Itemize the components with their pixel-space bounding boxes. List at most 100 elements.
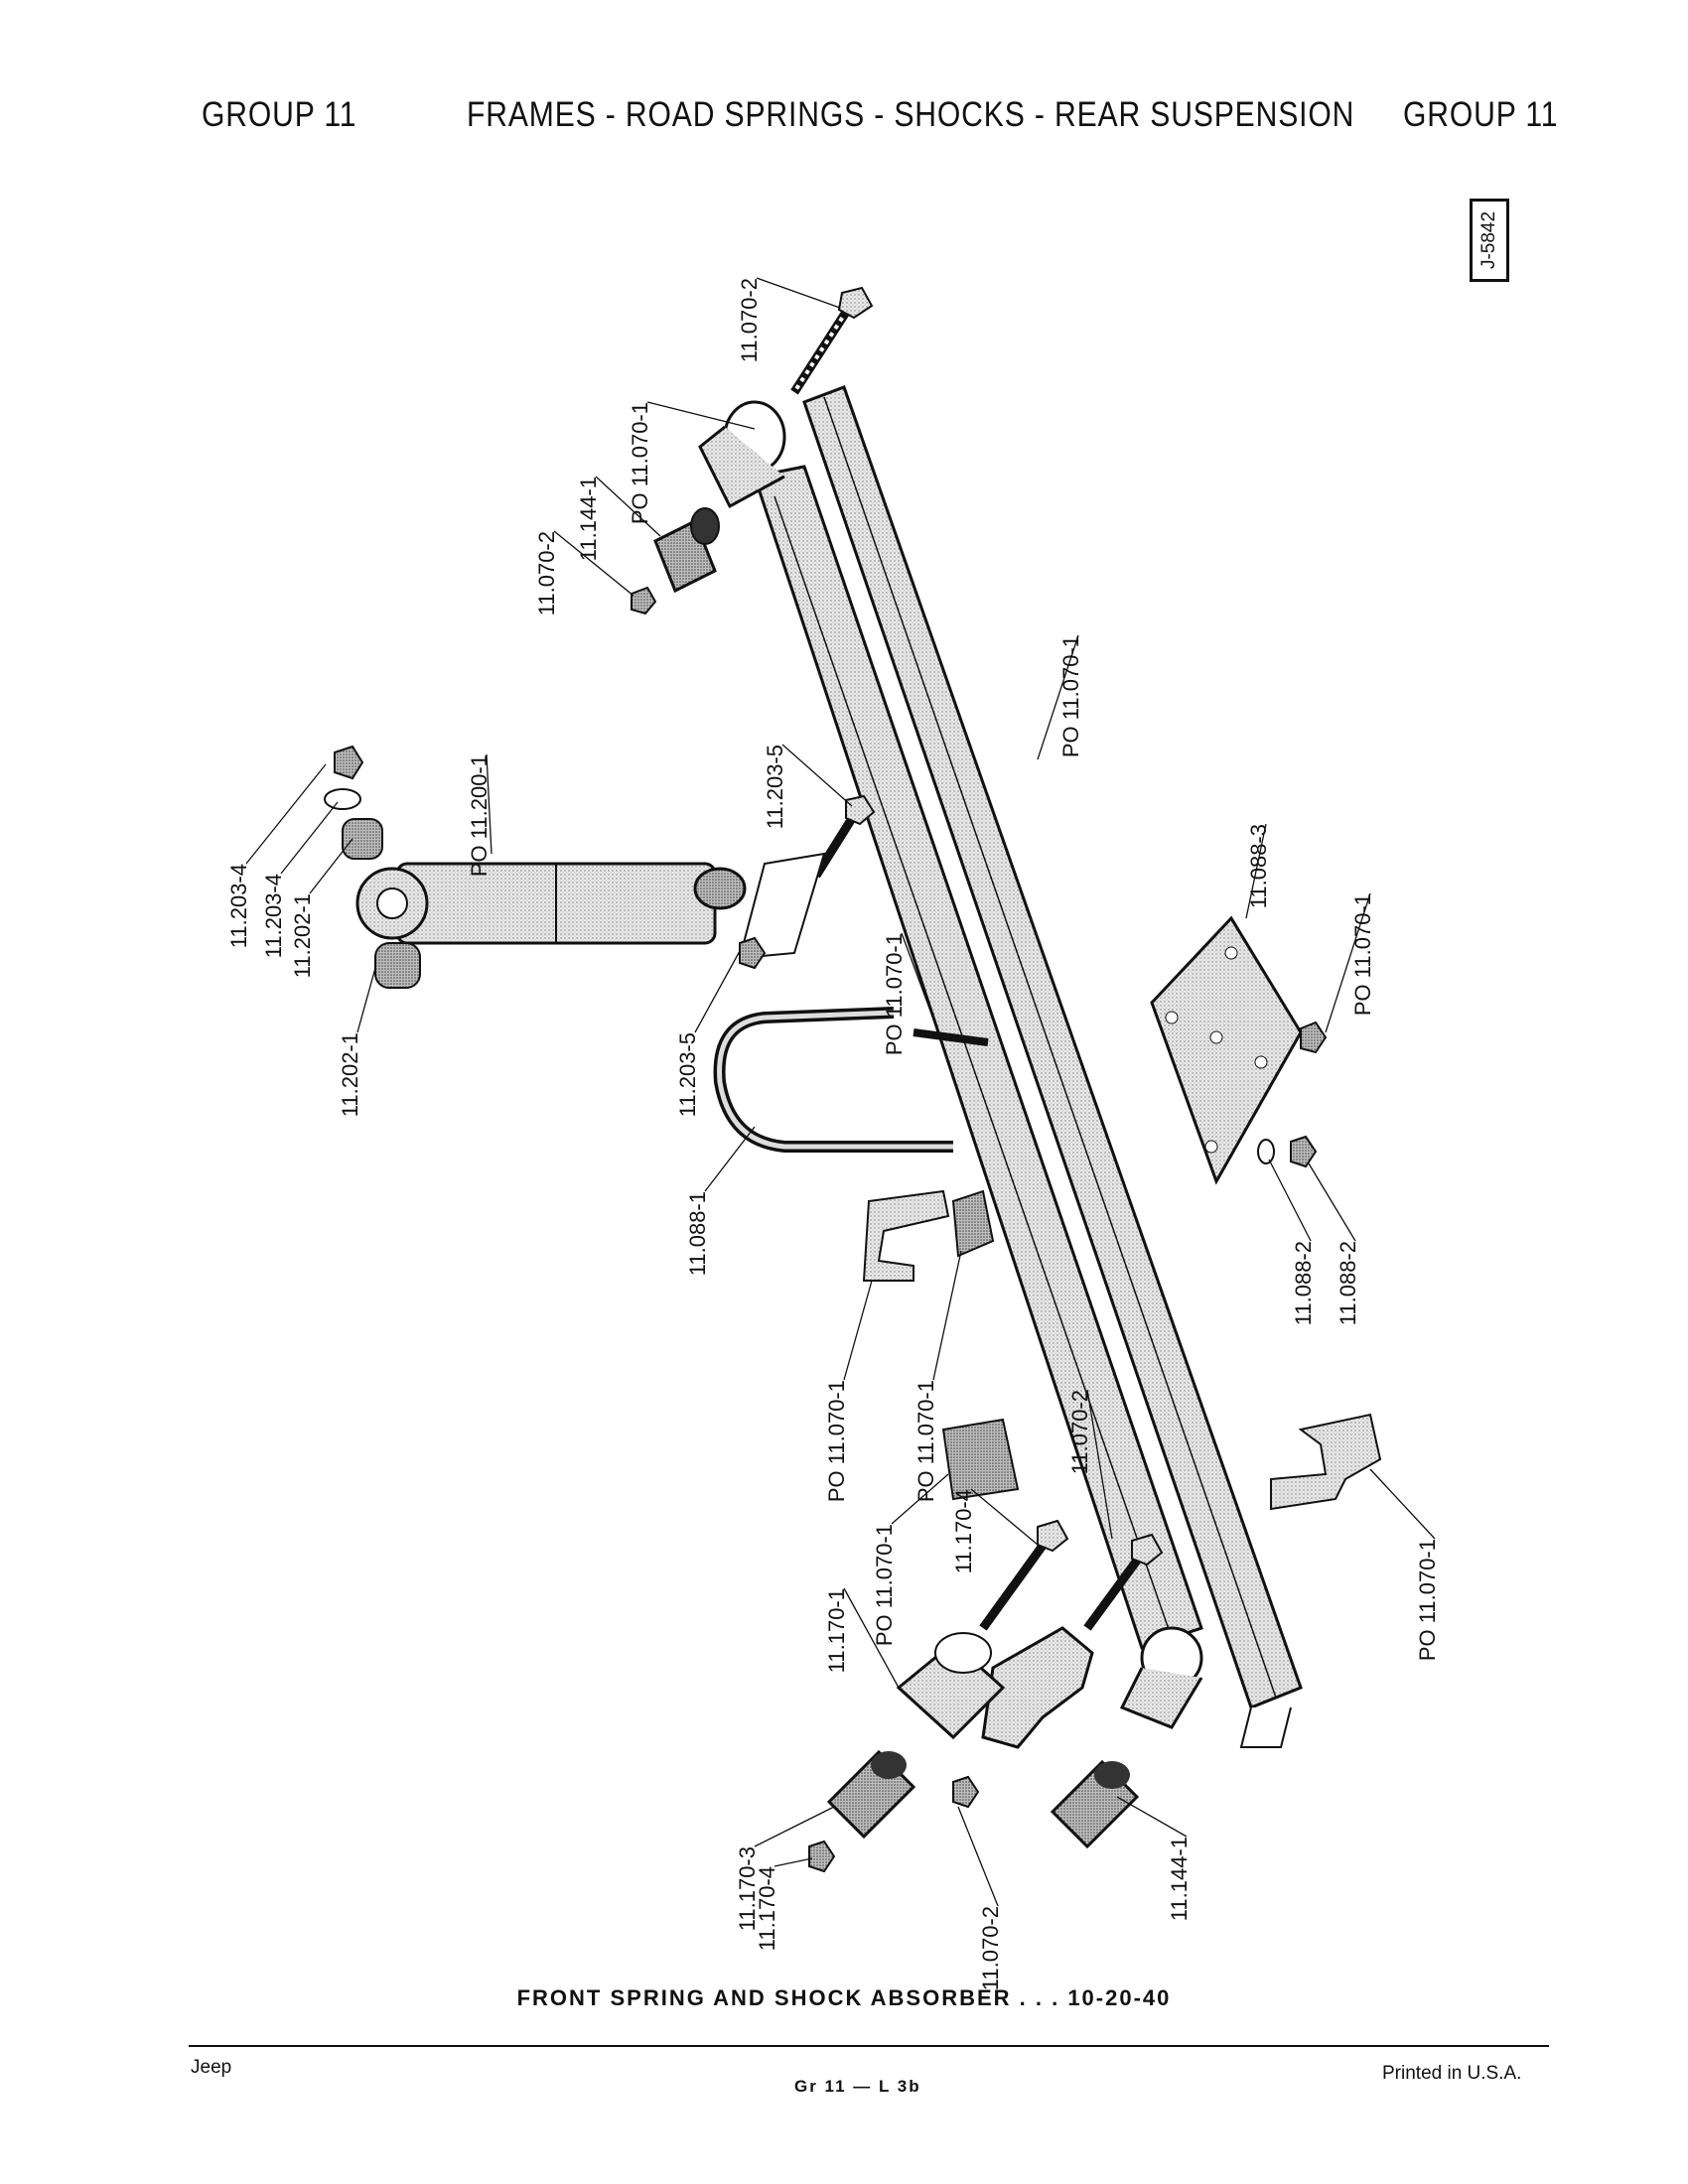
part-callout: PO 11.070-1 — [824, 1380, 849, 1502]
callout-leader — [970, 1488, 1039, 1546]
footer-printed: Printed in U.S.A. — [1382, 2063, 1522, 2084]
callout-leader — [280, 801, 339, 875]
callout-leader — [553, 530, 634, 597]
lower-bushing-left — [826, 1749, 916, 1840]
callout-leader — [1325, 892, 1371, 1033]
callout-leader — [1037, 634, 1079, 760]
callout-leader — [1308, 1162, 1356, 1242]
lower-nut-left — [808, 1840, 836, 1873]
shackle-bolt-second — [1083, 1533, 1164, 1631]
shock-bracket — [738, 852, 826, 960]
rebound-clip — [862, 1189, 950, 1282]
header-title: FRAMES - ROAD SPRINGS - SHOCKS - REAR SU… — [467, 95, 1355, 134]
callout-leader — [756, 277, 841, 309]
callout-leader — [1268, 1159, 1312, 1242]
part-callout: 11.170-1 — [824, 1588, 849, 1673]
callout-leader — [1086, 1389, 1113, 1540]
shock-mount-nut — [739, 936, 767, 970]
callout-leader — [754, 1806, 835, 1847]
shackle-bolt — [979, 1519, 1069, 1631]
part-callout: 11.170-4 — [755, 1866, 779, 1951]
leaf-clip — [1270, 1413, 1382, 1511]
second-leaf — [802, 385, 1303, 1748]
part-callout: PO 11.070-1 — [1058, 635, 1083, 757]
callout-leader — [356, 967, 376, 1033]
plate-nut-lower — [1290, 1135, 1318, 1168]
part-callout: PO 11.200-1 — [467, 754, 492, 877]
callout-leader — [932, 1250, 962, 1381]
shock-washer — [324, 788, 361, 810]
callout-leader — [843, 1587, 900, 1689]
callout-leader — [694, 950, 741, 1033]
part-callout: 11.070-2 — [978, 1906, 1003, 1990]
part-callout: 11.202-1 — [290, 893, 315, 978]
clip-insert-lower — [941, 1418, 1020, 1501]
footer-rule — [189, 2045, 1549, 2047]
part-callout: 11.203-5 — [763, 745, 787, 829]
callout-leader — [245, 763, 327, 865]
shock-nut-top — [334, 745, 364, 780]
footer-brand: Jeep — [191, 2057, 232, 2078]
shock-grommet-bottom — [374, 942, 421, 989]
shock-absorber — [355, 862, 747, 945]
part-callout: PO 11.070-1 — [872, 1524, 897, 1646]
part-callout: 11.203-5 — [675, 1032, 700, 1117]
part-callout: PO 11.070-1 — [914, 1380, 938, 1502]
part-callout: 11.202-1 — [338, 1032, 362, 1117]
part-callout: 11.088-2 — [1291, 1241, 1316, 1325]
callout-leader — [1369, 1468, 1436, 1540]
callout-leader — [843, 1280, 873, 1381]
top-nut — [631, 586, 657, 615]
callout-leader — [781, 744, 853, 807]
main-leaf-spring — [698, 400, 1203, 1729]
callout-leader — [957, 1806, 999, 1907]
part-callout: 11.170-3 — [735, 1846, 760, 1931]
plate-lock-washer — [1257, 1139, 1275, 1164]
part-callout: PO 11.070-1 — [1350, 893, 1375, 1016]
shock-mount-bolt — [812, 794, 876, 879]
u-bolt — [713, 1007, 953, 1153]
callout-leader — [891, 1473, 949, 1525]
shock-grommet-top — [342, 818, 383, 860]
header-group-left: GROUP 11 — [202, 95, 357, 134]
clip-insert — [951, 1189, 995, 1258]
part-callout: 11.144-1 — [1167, 1837, 1192, 1921]
center-bolt — [913, 1028, 989, 1046]
spring-plate — [1150, 915, 1303, 1185]
callout-leader — [1116, 1796, 1188, 1838]
part-callout: 11.070-2 — [1067, 1390, 1092, 1474]
lower-bushing-right — [1050, 1759, 1140, 1849]
part-callout: 11.144-1 — [576, 477, 601, 561]
part-callout: 11.203-4 — [261, 874, 286, 958]
callout-leader — [1245, 823, 1267, 919]
lower-nut-mid — [952, 1775, 980, 1809]
callout-leader — [309, 838, 353, 894]
callout-leader — [646, 401, 756, 430]
plate-nut — [1300, 1021, 1328, 1054]
callout-leader — [704, 1126, 756, 1192]
callout-leader — [595, 476, 661, 537]
shackle-bushing — [896, 1632, 1006, 1740]
callout-leader — [486, 753, 492, 855]
callout-leader — [774, 1857, 813, 1867]
part-callout: 11.203-4 — [226, 864, 251, 948]
shackle-plate — [981, 1626, 1094, 1749]
part-callout: 11.070-2 — [737, 278, 762, 362]
top-bushing — [653, 507, 720, 594]
header-group-right: GROUP 11 — [1403, 95, 1559, 134]
part-callout: PO 11.070-1 — [628, 402, 652, 524]
part-callout: PO 11.070-1 — [882, 933, 907, 1055]
part-callout: 11.088-1 — [685, 1191, 710, 1276]
figure-caption: FRONT SPRING AND SHOCK ABSORBER . . . 10… — [516, 1985, 1172, 2010]
part-callout: 11.088-3 — [1246, 824, 1271, 908]
part-callout: 11.170-4 — [951, 1489, 976, 1573]
footer-page-ref: Gr 11 — L 3b — [794, 2077, 921, 2096]
callout-leader — [901, 932, 939, 1033]
part-callout: 11.070-2 — [534, 531, 559, 615]
part-callout: PO 11.070-1 — [1415, 1539, 1440, 1661]
figure-code-box: J-5842 — [1470, 199, 1509, 282]
spring-eye-bolt — [790, 286, 874, 395]
part-callout: 11.088-2 — [1336, 1241, 1360, 1325]
callout-layer: 11.070-2 PO 11.070-1 11.144-1 11.070-2 PO 11… — [226, 277, 1440, 1990]
